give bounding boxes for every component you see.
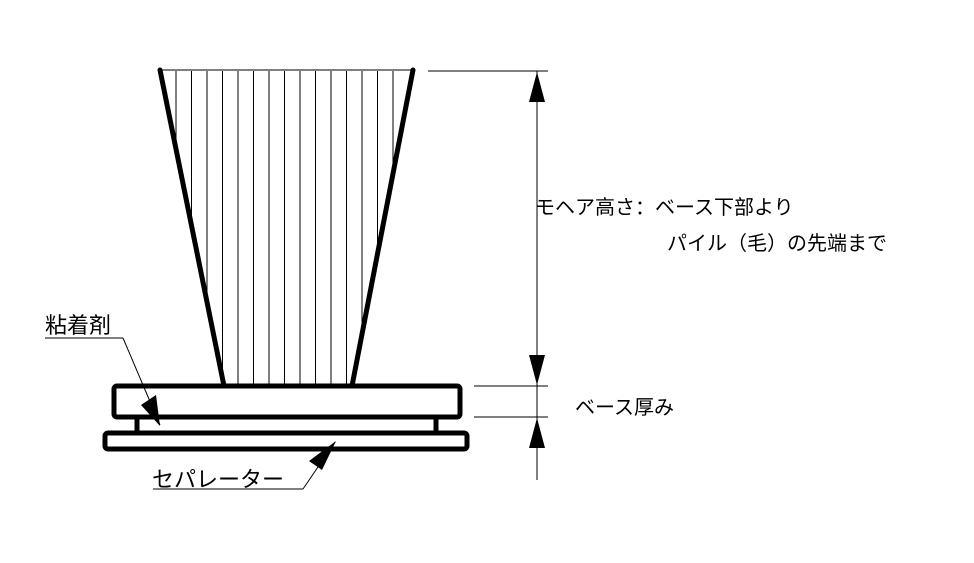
arrow-down-icon bbox=[529, 355, 545, 385]
arrow-up-icon bbox=[529, 72, 545, 102]
mohair-height-label-line1: モヘア高さ：ベース下部より bbox=[535, 195, 794, 219]
base-plate bbox=[111, 383, 463, 420]
adhesive-label: 粘着剤 bbox=[45, 314, 111, 339]
mohair-height-label-line2: パイル（毛）の先端まで bbox=[667, 231, 887, 255]
base-thickness-label: ベース厚み bbox=[575, 395, 674, 419]
separator-arrow-icon bbox=[309, 441, 336, 470]
pile-outline bbox=[157, 67, 416, 389]
dimension-lines bbox=[428, 70, 548, 480]
arrow-up-icon bbox=[529, 418, 545, 448]
adhesive-arrow-icon bbox=[141, 395, 160, 426]
separator-sheet bbox=[102, 430, 470, 452]
separator-label: セパレーター bbox=[152, 468, 284, 493]
